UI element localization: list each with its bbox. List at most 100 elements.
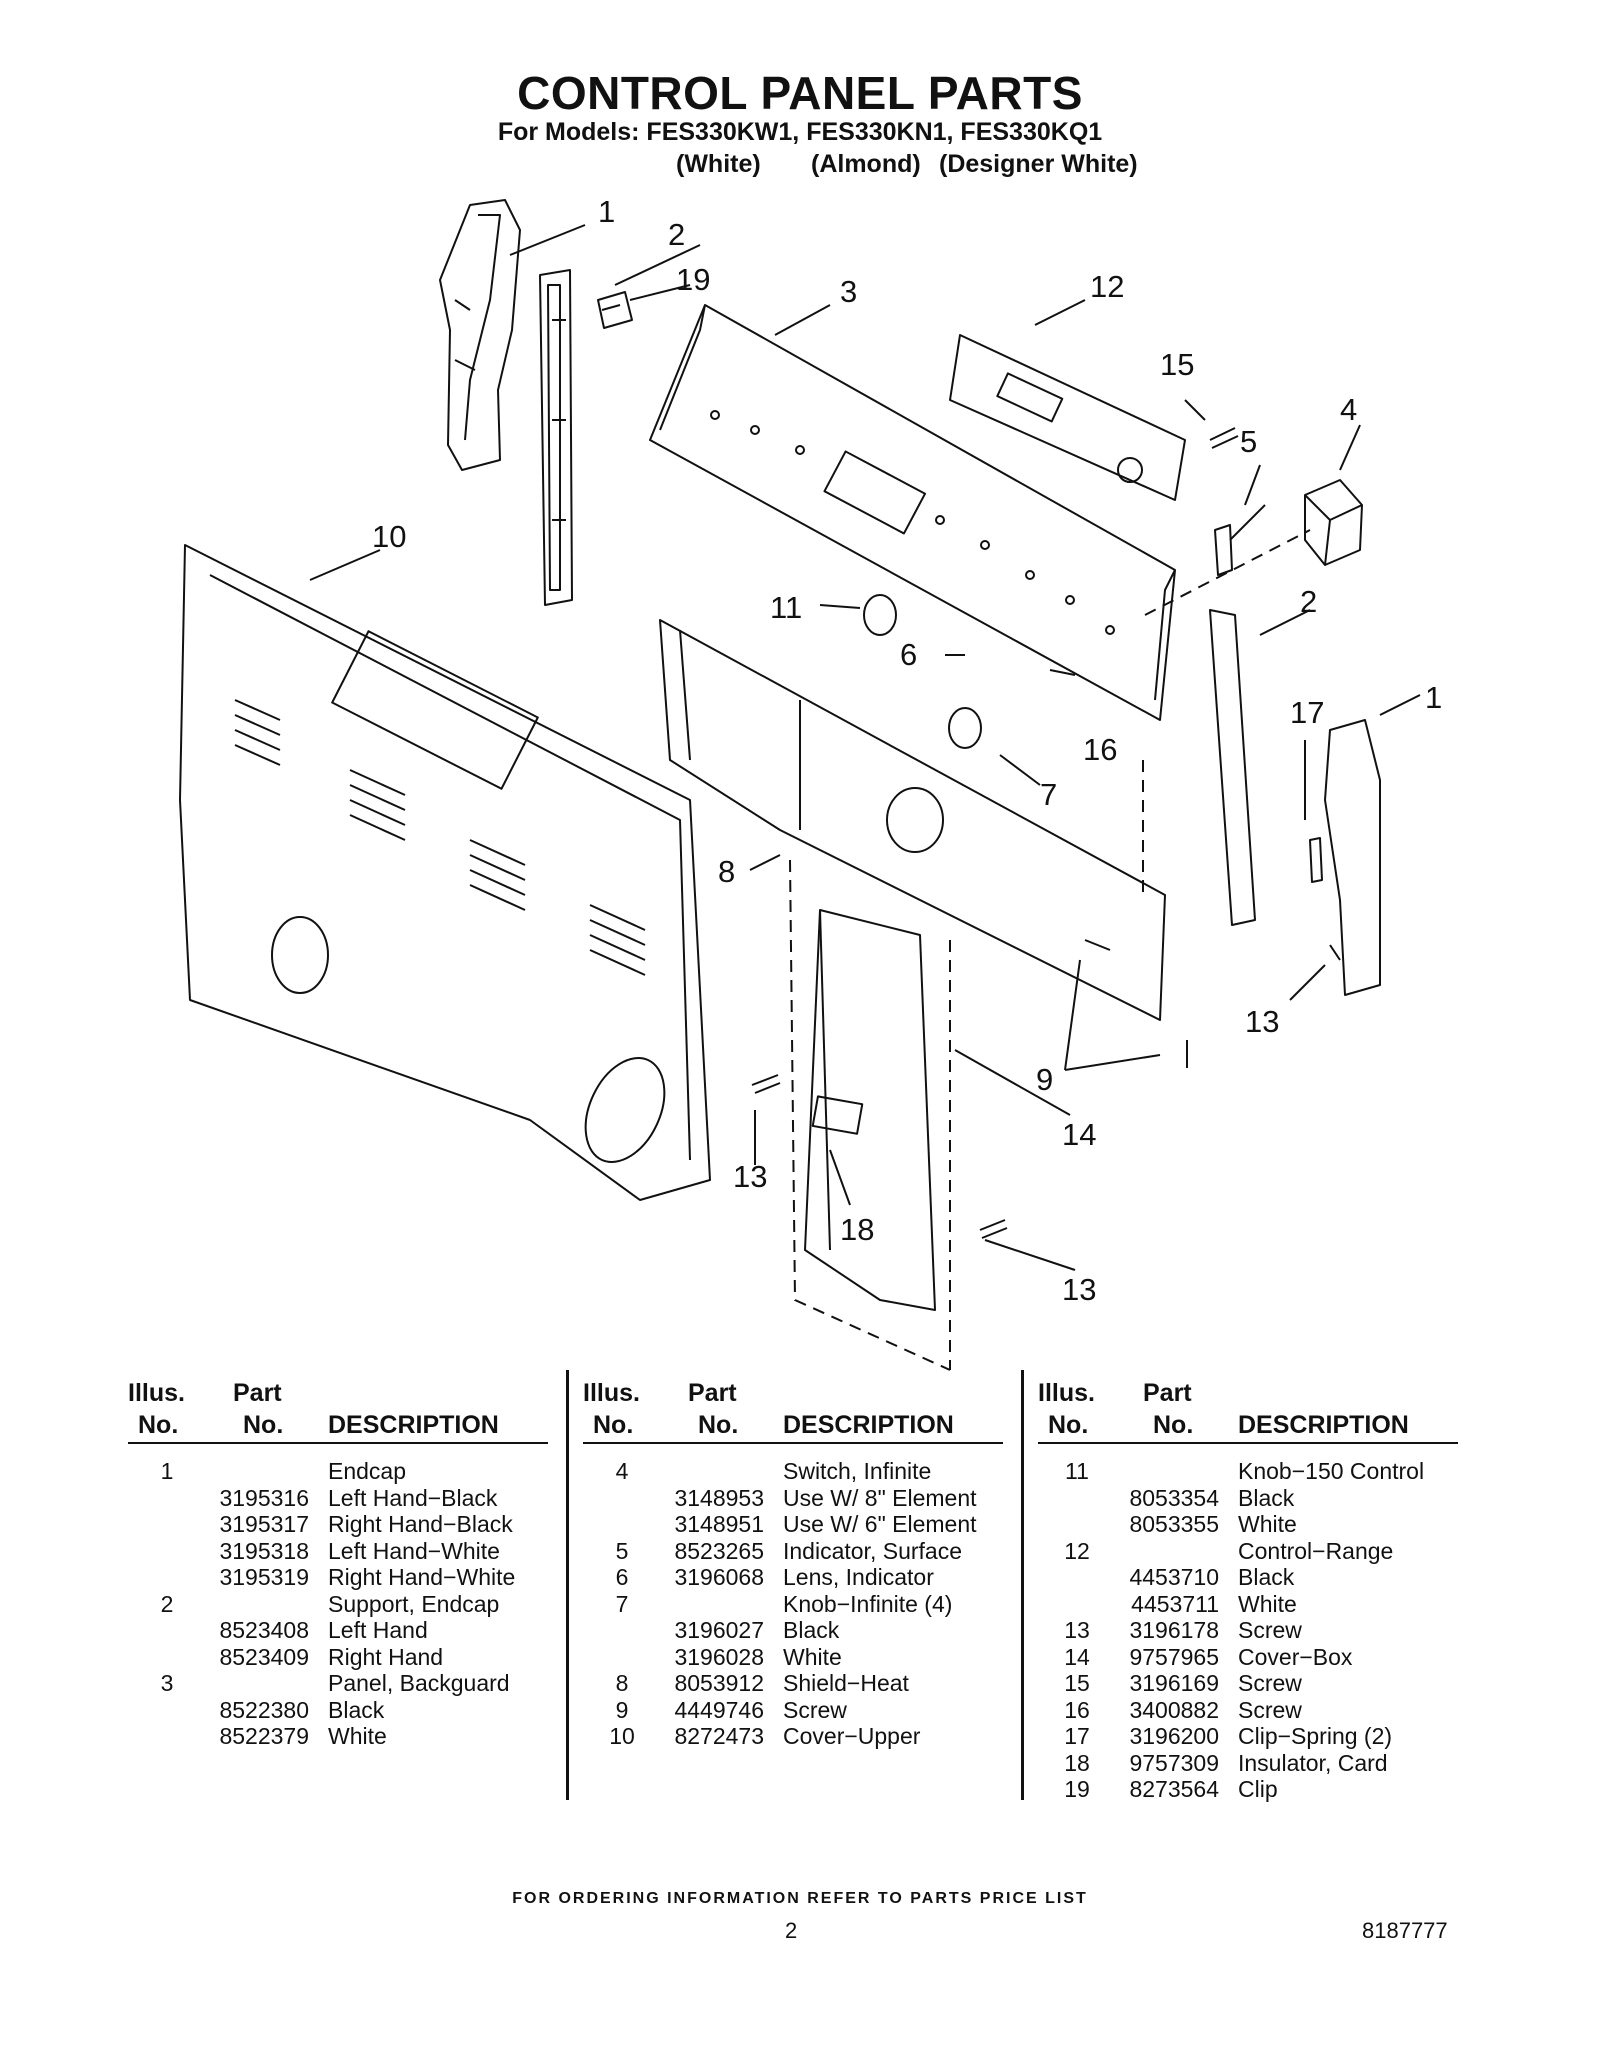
table-row: 3 Panel, Backguard xyxy=(128,1670,553,1697)
illus-number-cell: 8 xyxy=(615,1670,629,1696)
description-cell: Left Hand−White xyxy=(328,1537,500,1564)
callout-label: 19 xyxy=(676,262,710,297)
description-cell: Left Hand xyxy=(328,1617,428,1643)
insulator-card-part xyxy=(811,1095,864,1135)
callout-label: 17 xyxy=(1290,695,1324,730)
description-cell: Black xyxy=(328,1696,385,1723)
part-header-top: Part xyxy=(688,1379,737,1407)
illus-header-top: Illus. xyxy=(128,1379,185,1407)
part-number-cell: 4453710 xyxy=(1129,1564,1219,1590)
screw-9-part xyxy=(1084,939,1188,1068)
part-number-cell: 8522380 xyxy=(219,1696,309,1723)
part-number-cell: 4453711 xyxy=(1131,1590,1219,1617)
callout-label: 2 xyxy=(1300,584,1317,619)
description-cell: Use W/ 8" Element xyxy=(783,1484,977,1511)
description-cell: Left Hand−Black xyxy=(328,1484,498,1511)
column-divider xyxy=(566,1370,569,1800)
part-header-top: Part xyxy=(233,1379,282,1407)
description-cell: Endcap xyxy=(328,1458,407,1484)
illus-number-cell: 4 xyxy=(615,1458,629,1484)
illus-header-bottom: No. xyxy=(593,1411,634,1439)
illus-number-cell: 17 xyxy=(1064,1723,1090,1749)
illus-number-cell: 3 xyxy=(160,1670,174,1696)
table-header: Illus. No. Part No. DESCRIPTION xyxy=(583,1370,1003,1444)
table-row: 17 3196200 Clip−Spring (2) xyxy=(1038,1723,1463,1750)
cover-upper-part xyxy=(179,544,711,1201)
callout-label: 13 xyxy=(733,1159,767,1194)
callout-label: 11 xyxy=(770,590,802,625)
description-cell: Use W/ 6" Element xyxy=(783,1511,977,1537)
callout-label: 1 xyxy=(1425,680,1442,715)
description-cell: Cover−Box xyxy=(1238,1643,1353,1670)
illus-number-cell: 5 xyxy=(615,1537,629,1564)
page-title: CONTROL PANEL PARTS xyxy=(517,67,1083,119)
illus-number-cell: 16 xyxy=(1064,1696,1090,1723)
part-number-cell: 9757309 xyxy=(1129,1749,1219,1776)
illus-number-cell: 2 xyxy=(160,1590,174,1617)
part-number-cell: 8523409 xyxy=(219,1643,309,1670)
table-row: 4453711 White xyxy=(1038,1591,1463,1618)
part-number-cell: 3195316 xyxy=(219,1484,309,1511)
color-white: (White) xyxy=(676,150,761,178)
ordering-note: FOR ORDERING INFORMATION REFER TO PARTS … xyxy=(512,1890,1088,1907)
callout-label: 14 xyxy=(1062,1117,1096,1152)
description-header: DESCRIPTION xyxy=(783,1411,954,1439)
part-header-bottom: No. xyxy=(243,1411,284,1439)
illus-number-cell: 19 xyxy=(1064,1776,1090,1802)
column-divider xyxy=(1021,1370,1024,1800)
table-header: Illus. No. Part No. DESCRIPTION xyxy=(128,1370,548,1444)
callout-label: 13 xyxy=(1062,1272,1096,1307)
description-cell: Control−Range xyxy=(1238,1537,1394,1564)
description-cell: Lens, Indicator xyxy=(783,1564,934,1590)
part-number-cell: 3196200 xyxy=(1129,1723,1219,1749)
description-cell: Panel, Backguard xyxy=(328,1670,510,1696)
callout-label: 13 xyxy=(1245,1004,1279,1039)
description-cell: Black xyxy=(783,1617,840,1643)
description-cell: Knob−150 Control xyxy=(1238,1458,1425,1484)
endcap-left-part xyxy=(439,199,521,471)
model-colors: (White)(Almond)(Designer White) xyxy=(676,150,1138,179)
illus-number-cell: 13 xyxy=(1064,1617,1090,1643)
illus-number-cell: 11 xyxy=(1065,1458,1089,1484)
description-cell: Clip xyxy=(1238,1776,1278,1802)
callout-label: 2 xyxy=(668,217,685,252)
part-number-cell: 3196178 xyxy=(1129,1617,1219,1643)
knob-control-part xyxy=(863,594,897,636)
diagram-callouts: 1 2 19 3 12 15 5 4 10 11 6 2 17 1 16 7 8… xyxy=(372,194,1442,1307)
illus-number-cell: 15 xyxy=(1064,1670,1090,1696)
table-row: 8522380 Black xyxy=(128,1697,553,1724)
description-cell: Black xyxy=(1238,1484,1295,1511)
illus-number-cell: 14 xyxy=(1064,1643,1090,1670)
part-number-cell: 8522379 xyxy=(219,1723,309,1749)
callout-label: 18 xyxy=(840,1212,874,1247)
part-header-top: Part xyxy=(1143,1379,1192,1407)
table-row: 11 Knob−150 Control xyxy=(1038,1458,1463,1485)
illus-header-bottom: No. xyxy=(138,1411,179,1439)
part-number-cell: 9757965 xyxy=(1129,1643,1219,1670)
part-number-cell: 3196068 xyxy=(674,1564,764,1590)
description-cell: Clip−Spring (2) xyxy=(1238,1723,1393,1749)
illus-header-top: Illus. xyxy=(583,1379,640,1407)
part-number-cell: 4449746 xyxy=(674,1696,764,1723)
description-header: DESCRIPTION xyxy=(328,1411,499,1439)
description-cell: White xyxy=(1238,1590,1297,1617)
callout-label: 12 xyxy=(1090,269,1124,304)
